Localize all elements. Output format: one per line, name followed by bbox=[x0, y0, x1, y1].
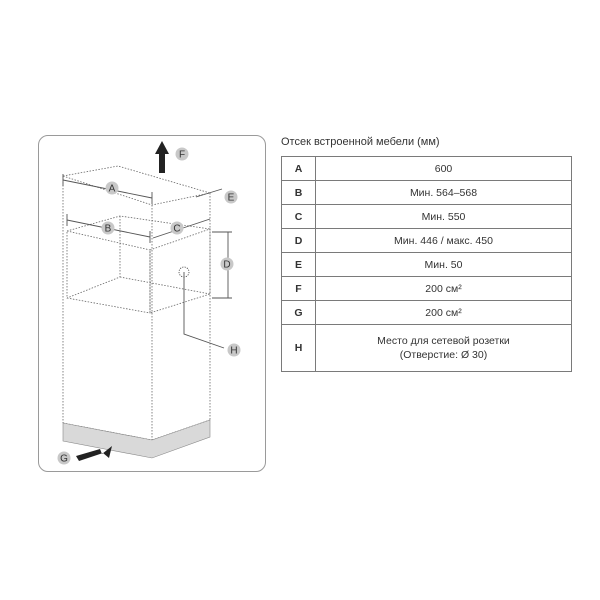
arrow-g bbox=[76, 446, 112, 461]
row-value: Мин. 564–568 bbox=[315, 180, 572, 205]
table-row: D Мин. 446 / макс. 450 bbox=[281, 228, 572, 253]
badge-a-circle bbox=[105, 181, 119, 195]
row-value: 600 bbox=[315, 156, 572, 181]
arrow-f bbox=[155, 141, 169, 173]
badge-h: H bbox=[227, 343, 241, 357]
row-key: D bbox=[281, 228, 316, 253]
oven-niche-floor bbox=[119, 276, 211, 295]
badge-e-circle bbox=[224, 190, 238, 204]
badge-g: G bbox=[57, 451, 71, 465]
row-key: H bbox=[281, 324, 316, 372]
oven-niche-side bbox=[149, 228, 211, 314]
badge-g-circle bbox=[57, 451, 71, 465]
table-row: F 200 см² bbox=[281, 276, 572, 301]
row-key: B bbox=[281, 180, 316, 205]
badge-f: F bbox=[175, 147, 189, 161]
cabinet-outline bbox=[62, 165, 211, 441]
row-value-line2: (Отверстие: Ø 30) bbox=[399, 349, 488, 361]
spec-table: A 600 B Мин. 564–568 C Мин. 550 D Мин. 4… bbox=[281, 156, 572, 372]
table-row: H Место для сетевой розетки (Отверстие: … bbox=[281, 324, 572, 372]
table-row: C Мин. 550 bbox=[281, 204, 572, 229]
row-value: 200 см² bbox=[315, 276, 572, 301]
badge-c-circle bbox=[170, 221, 184, 235]
badge-d-label: D bbox=[223, 260, 230, 271]
row-value: Мин. 550 bbox=[315, 204, 572, 229]
badge-h-label: H bbox=[230, 346, 237, 357]
cabinet-top-face bbox=[62, 165, 211, 206]
table-title: Отсек встроенной мебели (мм) bbox=[281, 136, 440, 148]
arrow-f-shaft bbox=[159, 153, 165, 173]
dimension-lines bbox=[62, 174, 232, 349]
row-key: E bbox=[281, 252, 316, 277]
dim-e-line bbox=[195, 188, 223, 198]
badge-a-label: A bbox=[109, 184, 116, 195]
badge-b: B bbox=[101, 221, 115, 235]
badge-b-circle bbox=[101, 221, 115, 235]
arrow-f-head bbox=[155, 141, 169, 154]
row-value: Мин. 446 / макс. 450 bbox=[315, 228, 572, 253]
oven-niche-front bbox=[66, 230, 151, 314]
badge-e: E bbox=[224, 190, 238, 204]
badge-d-circle bbox=[220, 257, 234, 271]
badge-c: C bbox=[170, 221, 184, 235]
table-row: E Мин. 50 bbox=[281, 252, 572, 277]
row-key: A bbox=[281, 156, 316, 181]
badge-b-label: B bbox=[105, 224, 112, 235]
badge-a: A bbox=[105, 181, 119, 195]
row-key: F bbox=[281, 276, 316, 301]
badge-h-circle bbox=[227, 343, 241, 357]
row-value: 200 см² bbox=[315, 300, 572, 325]
dim-h-leader bbox=[183, 272, 225, 349]
table-row: B Мин. 564–568 bbox=[281, 180, 572, 205]
badge-e-label: E bbox=[228, 193, 235, 204]
row-key: C bbox=[281, 204, 316, 229]
table-row: G 200 см² bbox=[281, 300, 572, 325]
socket-circle bbox=[178, 266, 190, 278]
badge-d: D bbox=[220, 257, 234, 271]
table-row: A 600 bbox=[281, 156, 572, 181]
oven-niche-top bbox=[66, 215, 211, 232]
row-key: G bbox=[281, 300, 316, 325]
badge-g-label: G bbox=[60, 454, 68, 465]
badge-f-label: F bbox=[179, 150, 185, 161]
badge-c-label: C bbox=[173, 224, 180, 235]
arrow-g-shape bbox=[76, 446, 112, 461]
plinth bbox=[62, 419, 211, 459]
row-value-multiline: Место для сетевой розетки (Отверстие: Ø … bbox=[315, 324, 572, 372]
row-value-line1: Место для сетевой розетки bbox=[377, 335, 510, 347]
badge-f-circle bbox=[175, 147, 189, 161]
row-value: Мин. 50 bbox=[315, 252, 572, 277]
